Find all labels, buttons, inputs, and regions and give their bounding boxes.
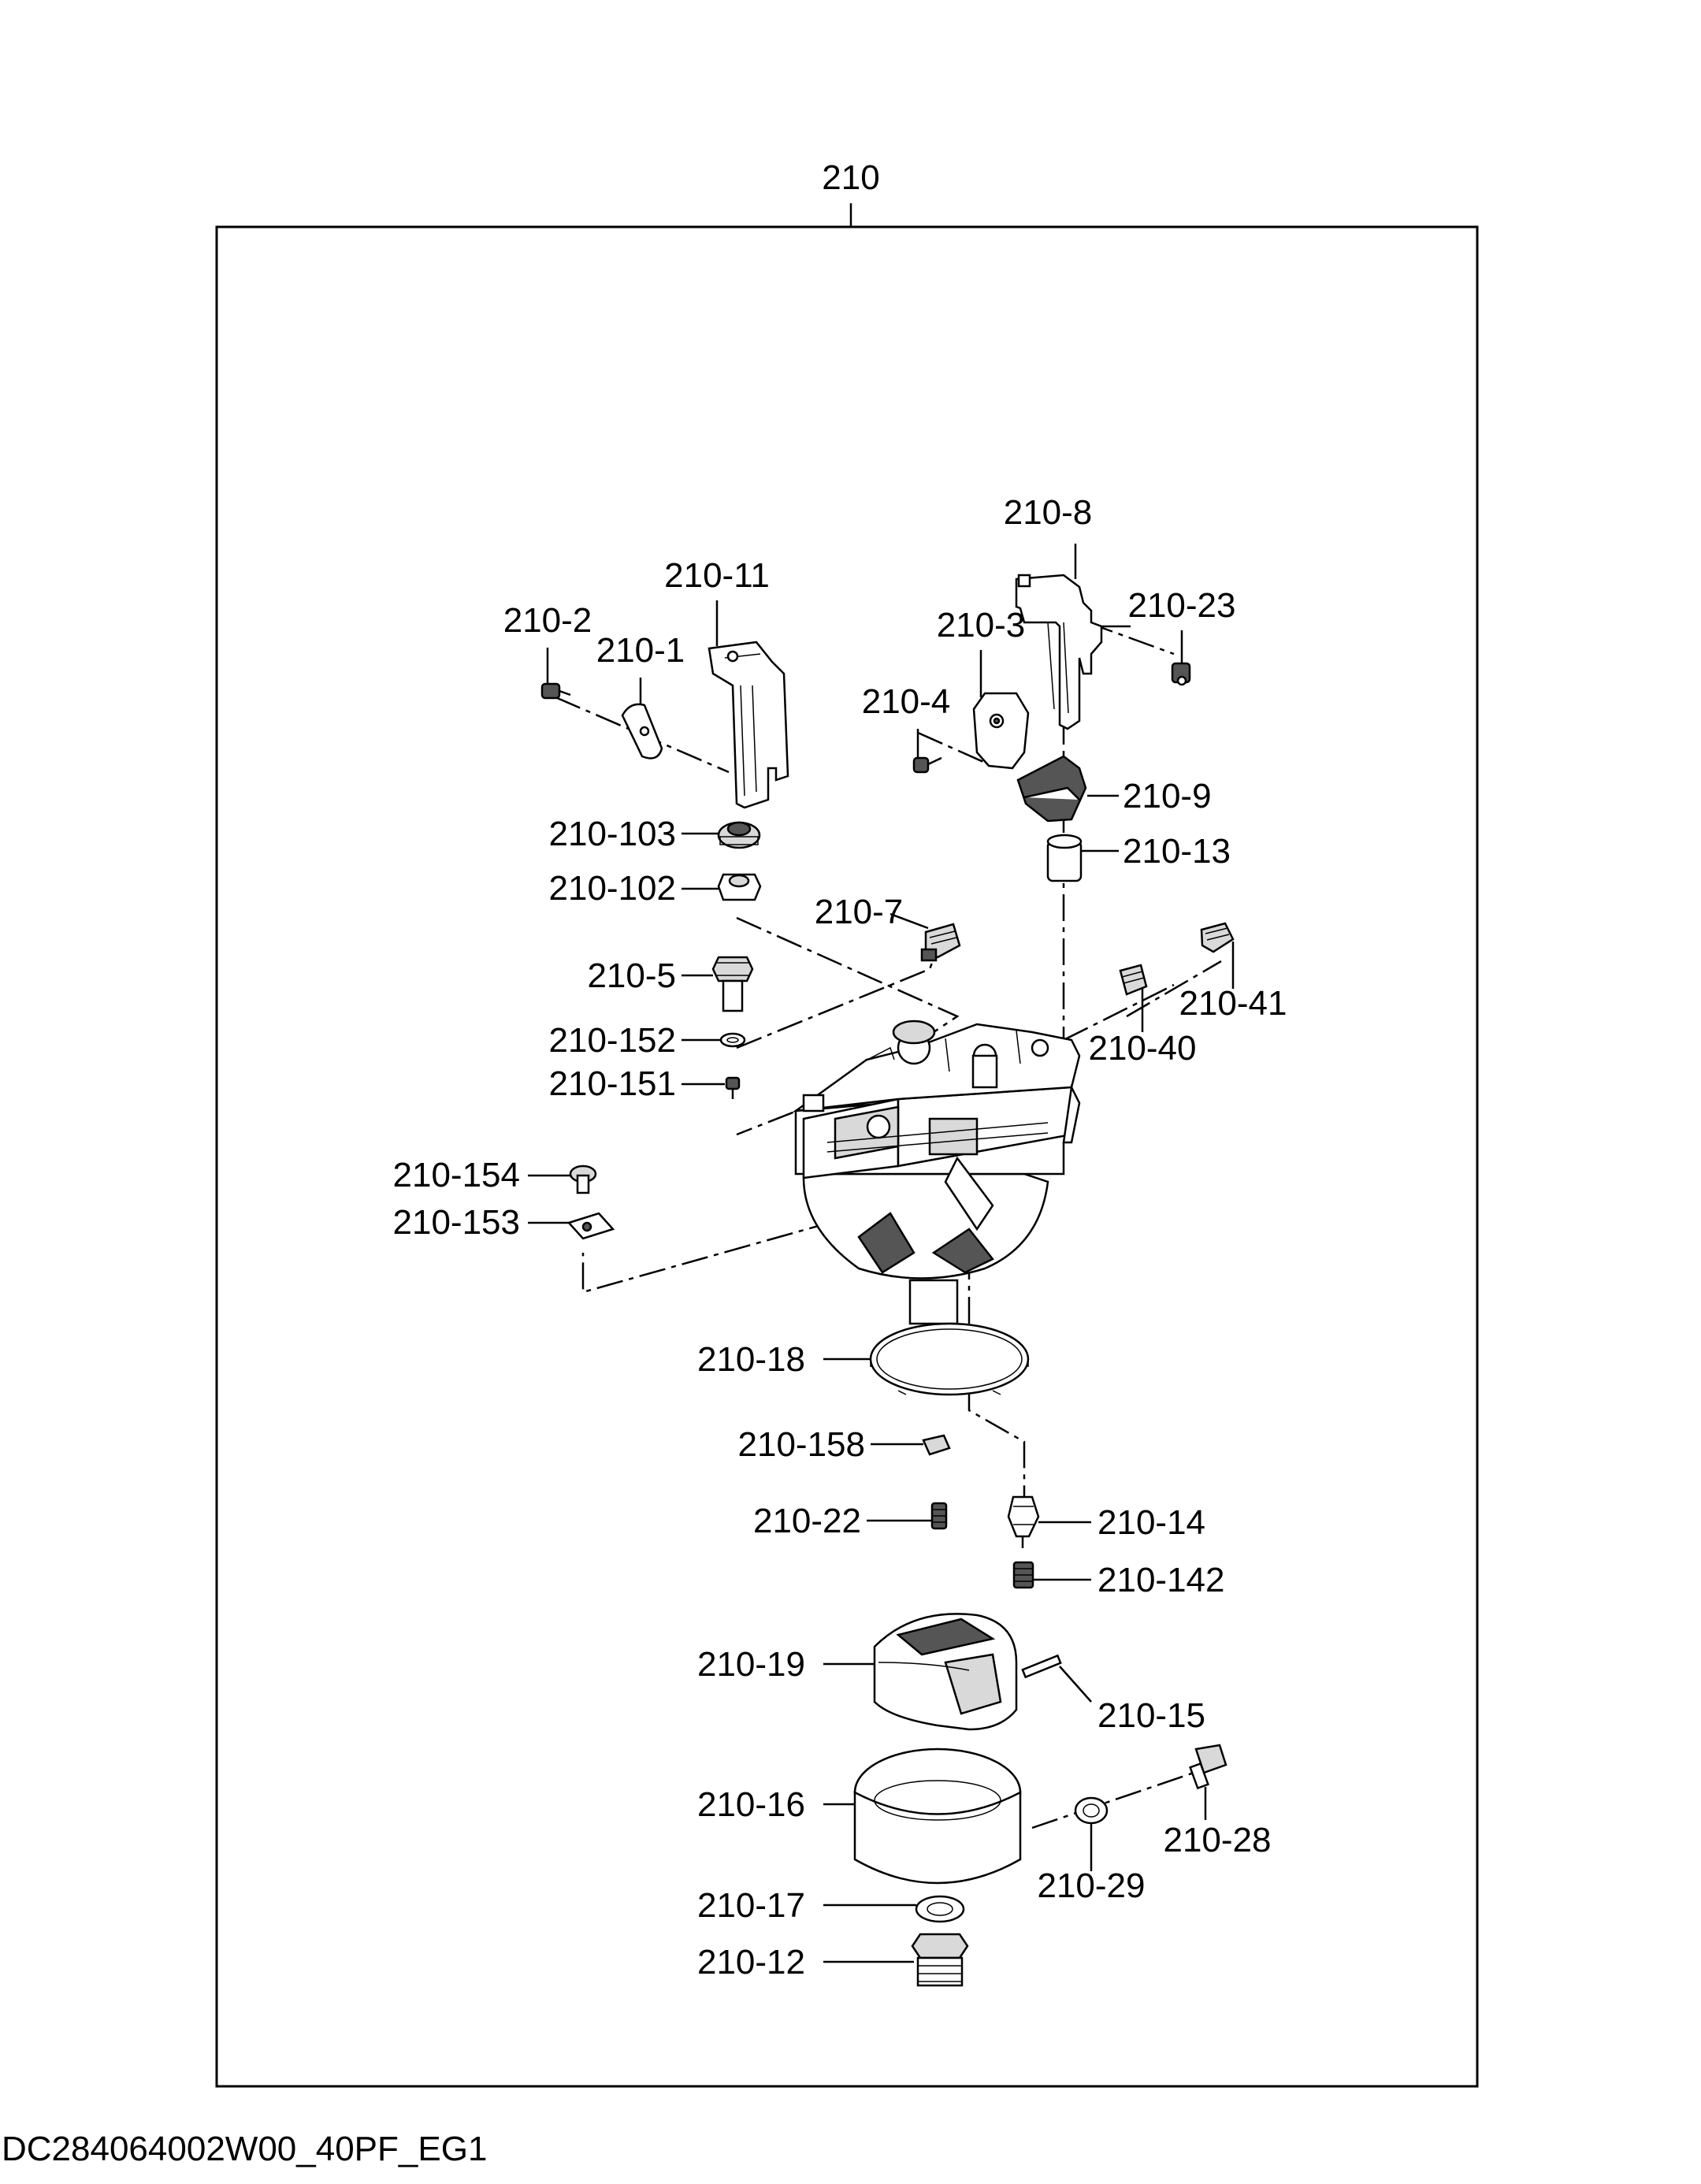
label-210-142: 210-142 xyxy=(1097,1561,1224,1599)
label-210-5: 210-5 xyxy=(587,956,676,995)
float-210-19 xyxy=(873,1613,1018,1731)
choke-lever-210-11 xyxy=(708,641,789,809)
spring-210-151 xyxy=(725,1076,741,1099)
label-210-4: 210-4 xyxy=(862,682,951,721)
gear-210-103 xyxy=(717,821,761,849)
label-210-2: 210-2 xyxy=(503,601,592,640)
label-210-103: 210-103 xyxy=(549,815,676,853)
label-210-152: 210-152 xyxy=(549,1021,676,1060)
screw-210-23 xyxy=(1171,662,1191,686)
label-210-29: 210-29 xyxy=(1037,1866,1145,1905)
label-210-41: 210-41 xyxy=(1179,984,1287,1023)
label-210-8: 210-8 xyxy=(1004,493,1093,532)
label-210-9: 210-9 xyxy=(1123,777,1212,815)
label-210-28: 210-28 xyxy=(1163,1821,1271,1859)
valve-210-5 xyxy=(711,956,754,1012)
bowl-210-16 xyxy=(853,1748,1022,1885)
oring-210-152 xyxy=(719,1032,746,1048)
bushing-210-13 xyxy=(1046,834,1083,882)
assembly-frame xyxy=(215,225,1479,2088)
label-210-19: 210-19 xyxy=(697,1645,805,1684)
pin-210-15 xyxy=(1021,1654,1062,1679)
label-210-22: 210-22 xyxy=(753,1502,861,1540)
throttle-lever-210-8 xyxy=(1015,574,1103,730)
assembly-number: 210 xyxy=(822,158,879,197)
label-210-11: 210-11 xyxy=(664,556,770,595)
screw-210-2 xyxy=(540,682,571,700)
bolt-210-12 xyxy=(911,1933,969,1987)
label-210-40: 210-40 xyxy=(1088,1029,1196,1068)
carburetor-body xyxy=(792,1020,1081,1280)
screw-210-28 xyxy=(1189,1744,1227,1790)
spring-210-40 xyxy=(1119,964,1148,996)
drawing-code: DC284064002W00_40PF_EG1 xyxy=(2,2130,487,2168)
screw-210-41 xyxy=(1200,922,1235,953)
label-210-153: 210-153 xyxy=(393,1203,520,1242)
screw-210-7 xyxy=(920,923,961,962)
lever-210-9 xyxy=(1016,755,1087,823)
label-210-12: 210-12 xyxy=(697,1943,805,1982)
nut-210-102 xyxy=(717,873,762,901)
label-210-151: 210-151 xyxy=(549,1064,676,1103)
label-210-14: 210-14 xyxy=(1097,1503,1205,1542)
spring-210-142 xyxy=(1012,1561,1034,1589)
washer-210-17 xyxy=(915,1895,965,1923)
part-210-158 xyxy=(922,1434,951,1456)
label-210-13: 210-13 xyxy=(1123,832,1231,871)
gasket-210-18 xyxy=(869,1279,1030,1396)
label-210-1: 210-1 xyxy=(596,631,685,670)
label-210-158: 210-158 xyxy=(738,1425,865,1464)
label-210-18: 210-18 xyxy=(697,1340,805,1379)
leader-lines xyxy=(528,544,1235,1963)
label-210-23: 210-23 xyxy=(1127,586,1235,625)
label-210-3: 210-3 xyxy=(937,606,1026,644)
plate-210-153 xyxy=(566,1212,615,1240)
label-210-102: 210-102 xyxy=(549,869,676,908)
screw-210-4 xyxy=(912,756,942,774)
label-210-15: 210-15 xyxy=(1097,1696,1205,1735)
label-210-17: 210-17 xyxy=(697,1886,805,1925)
label-210-7: 210-7 xyxy=(815,893,904,931)
jet-210-22 xyxy=(930,1502,948,1530)
washer-210-29 xyxy=(1074,1796,1109,1825)
needle-210-14 xyxy=(1007,1495,1040,1548)
label-210-16: 210-16 xyxy=(697,1785,805,1824)
plate-210-3 xyxy=(972,692,1030,770)
label-210-154: 210-154 xyxy=(393,1156,520,1194)
screw-210-154 xyxy=(569,1164,597,1194)
plate-210-1 xyxy=(621,703,663,760)
